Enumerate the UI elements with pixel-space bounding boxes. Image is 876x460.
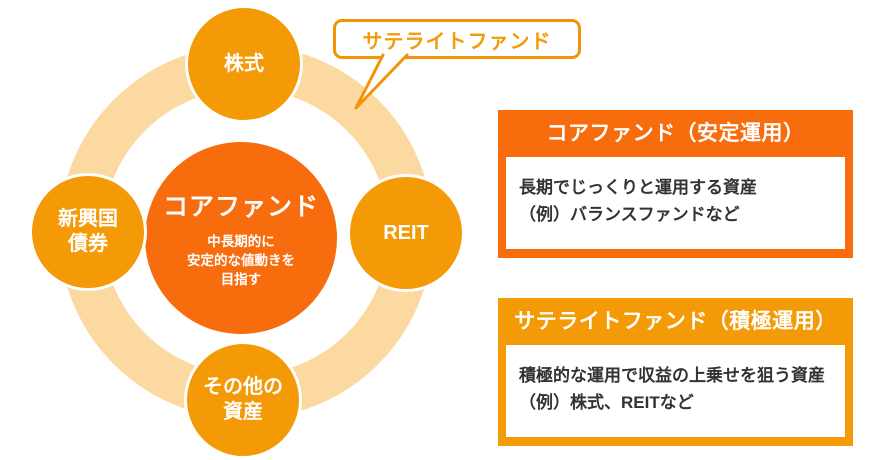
satellite-fund-callout: サテライトファンド bbox=[333, 19, 581, 59]
satellite-fund-panel-title: サテライトファンド（積極運用） bbox=[514, 310, 837, 333]
core-fund-title: コアファンド bbox=[162, 193, 319, 221]
core-fund-subtitle-line: 目指す bbox=[220, 272, 262, 287]
core-fund-panel: コアファンド（安定運用） 長期でじっくりと運用する資産 （例）バランスファンドな… bbox=[498, 110, 853, 258]
core-fund-circle: コアファンド 中長期的に 安定的な値動きを 目指す bbox=[145, 142, 337, 334]
satellite-reit-label: REIT bbox=[383, 221, 429, 244]
satellite-fund-callout-label: サテライトファンド bbox=[362, 30, 552, 53]
satellite-stocks-circle: 株式 bbox=[185, 5, 303, 123]
core-fund-subtitle-line: 中長期的に bbox=[207, 234, 275, 249]
core-fund-panel-title: コアファンド（安定運用） bbox=[546, 122, 805, 145]
core-fund-panel-body-line: （例）バランスファンドなど bbox=[519, 205, 740, 224]
satellite-emerging-bonds-label: 新興国 bbox=[58, 208, 118, 230]
core-fund-panel-body-line: 長期でじっくりと運用する資産 bbox=[519, 178, 757, 197]
satellite-fund-panel-body-line: 積極的な運用で収益の上乗せを狙う資産 bbox=[519, 366, 825, 385]
satellite-reit-circle: REIT bbox=[347, 174, 465, 292]
core-fund-subtitle: 中長期的に 安定的な値動きを 目指す bbox=[187, 232, 295, 289]
satellite-stocks-label: 株式 bbox=[224, 52, 264, 75]
core-fund-panel-body: 長期でじっくりと運用する資産 （例）バランスファンドなど bbox=[506, 157, 845, 249]
satellite-fund-panel-body-line: （例）株式、REITなど bbox=[519, 393, 694, 412]
satellite-fund-panel-body: 積極的な運用で収益の上乗せを狙う資産 （例）株式、REITなど bbox=[506, 345, 845, 437]
satellite-emerging-bonds-circle: 新興国 債券 bbox=[29, 173, 147, 291]
core-fund-subtitle-line: 安定的な値動きを bbox=[187, 253, 295, 268]
satellite-other-assets-label: 資産 bbox=[223, 401, 263, 423]
satellite-other-assets-label: その他の bbox=[203, 376, 283, 398]
satellite-emerging-bonds-label: 債券 bbox=[68, 233, 108, 255]
satellite-fund-panel: サテライトファンド（積極運用） 積極的な運用で収益の上乗せを狙う資産 （例）株式… bbox=[498, 298, 853, 446]
satellite-other-assets-circle: その他の 資産 bbox=[184, 341, 302, 459]
